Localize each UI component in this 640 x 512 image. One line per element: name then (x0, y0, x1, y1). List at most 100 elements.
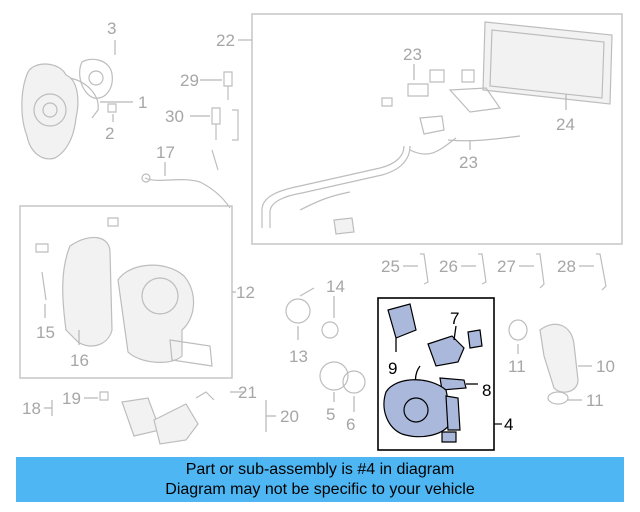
cooler-24-core (489, 29, 605, 99)
callout-28[interactable]: 28 (557, 257, 576, 276)
highlighted-assembly-4[interactable]: 9 7 8 (377, 297, 495, 451)
turbocharger-4-flange (445, 395, 461, 431)
ring-14-part (321, 321, 339, 339)
bracket-18-part (121, 397, 161, 437)
bracket-23a-part (407, 83, 429, 97)
callout-8[interactable]: 8 (482, 381, 491, 400)
bolt-7-part[interactable] (467, 329, 483, 349)
callout-16[interactable]: 16 (70, 351, 89, 370)
callout-2[interactable]: 2 (105, 124, 114, 143)
callout-1[interactable]: 1 (138, 93, 147, 112)
callout-19[interactable]: 19 (62, 389, 81, 408)
gasket-6-part (342, 370, 366, 394)
catalyst-flange (169, 339, 213, 367)
leader-18 (44, 400, 53, 416)
sensor-28-part (596, 253, 607, 291)
bracket-group: 18 19 21 20 (22, 383, 299, 445)
sensor-group: 29 30 17 (141, 71, 239, 209)
callout-29[interactable]: 29 (180, 71, 199, 90)
sensor-29-part (223, 71, 233, 100)
callout-4[interactable]: 4 (504, 415, 513, 434)
parts-diagram: 1 3 2 29 30 17 22 24 23 (19, 13, 623, 451)
clamp-11b-part (547, 391, 569, 405)
heat-shield-16-part (62, 236, 113, 347)
pipe-17-clip (211, 149, 219, 171)
turbocharger-4-bolt (441, 431, 457, 443)
turbo-housing-bore (33, 93, 67, 127)
info-banner-line-2: Diagram may not be specific to your vehi… (165, 481, 475, 498)
bracket-part (448, 87, 502, 113)
callout-21[interactable]: 21 (238, 383, 257, 402)
sensor-30-part (211, 107, 221, 140)
callout-22[interactable]: 22 (216, 31, 235, 50)
gasket-3-hole (88, 70, 104, 86)
cooler-assembly-group: 22 24 23 23 (216, 13, 623, 245)
bolt-21-part (195, 391, 215, 401)
turbo-housing-flange (69, 77, 99, 119)
clamp-13-part (285, 298, 311, 324)
callout-23b[interactable]: 23 (459, 153, 478, 172)
callout-27[interactable]: 27 (497, 257, 516, 276)
pipe-lower-inner (269, 145, 411, 228)
callout-15[interactable]: 15 (36, 323, 55, 342)
callout-30[interactable]: 30 (165, 107, 184, 126)
intake-pipe-group: 10 11 11 (508, 319, 615, 410)
callout-14[interactable]: 14 (326, 277, 345, 296)
turbo-housing-group: 1 3 2 (21, 19, 147, 160)
turbo-housing-part (21, 63, 79, 160)
clamps-group: 13 14 5 6 (285, 277, 366, 434)
hose-right-part (447, 135, 521, 142)
hose-small-part (299, 191, 351, 211)
callout-5[interactable]: 5 (326, 405, 335, 424)
info-banner-line-1: Part or sub-assembly is #4 in diagram (185, 461, 455, 478)
callout-11b[interactable]: 11 (586, 391, 604, 410)
callout-18[interactable]: 18 (22, 399, 41, 418)
highlight-frame-4 (377, 297, 495, 451)
catalyst-outlet (141, 277, 179, 315)
clamp-part (333, 217, 355, 235)
cooler-24-part (482, 21, 613, 105)
clamp-13-tab (299, 287, 315, 297)
turbocharger-4-inlet (403, 397, 429, 423)
pipe-17-end (141, 173, 151, 183)
pipe-17-part (144, 177, 231, 209)
sensor-27-part (536, 253, 545, 289)
callout-7[interactable]: 7 (450, 309, 459, 328)
callout-11a[interactable]: 11 (508, 357, 526, 376)
nut-19-part (99, 391, 109, 401)
bracket-20-part (153, 403, 199, 445)
pipe-10-part (539, 323, 579, 393)
pipe-lower-part (261, 145, 405, 228)
callout-3[interactable]: 3 (107, 19, 116, 38)
callout-20[interactable]: 20 (280, 407, 299, 426)
sensor-30b-part (232, 109, 239, 141)
stud-part (35, 243, 49, 301)
sensor-25-part (420, 253, 429, 285)
actuator-7-part[interactable] (427, 335, 465, 367)
frame-22 (251, 13, 623, 245)
sensor-26-part (478, 253, 487, 285)
nut-part (107, 217, 119, 227)
callout-13[interactable]: 13 (289, 347, 308, 366)
callout-23a[interactable]: 23 (403, 45, 422, 64)
callout-6[interactable]: 6 (346, 415, 355, 434)
clamp-11a-part (508, 319, 528, 341)
callout-24[interactable]: 24 (556, 115, 575, 134)
info-banner: Part or sub-assembly is #4 in diagram Di… (16, 457, 624, 502)
clamp-5-part (319, 361, 349, 391)
clips-part (429, 69, 475, 83)
hose-clip-part (419, 115, 445, 135)
leader-7 (453, 325, 457, 341)
leader-20 (265, 400, 276, 432)
sensor-9-part[interactable] (387, 303, 417, 339)
callout-26[interactable]: 26 (439, 257, 458, 276)
gasket-3-part (79, 58, 113, 99)
callout-12[interactable]: 12 (236, 283, 255, 302)
turbo-housing-inner (42, 102, 58, 118)
callout-17[interactable]: 17 (156, 143, 175, 162)
callout-9[interactable]: 9 (388, 359, 397, 378)
callout-25[interactable]: 25 (381, 257, 400, 276)
sensors-25-28-group: 25 26 27 28 (381, 253, 607, 291)
callout-10[interactable]: 10 (596, 357, 615, 376)
bolt-part (381, 97, 393, 107)
